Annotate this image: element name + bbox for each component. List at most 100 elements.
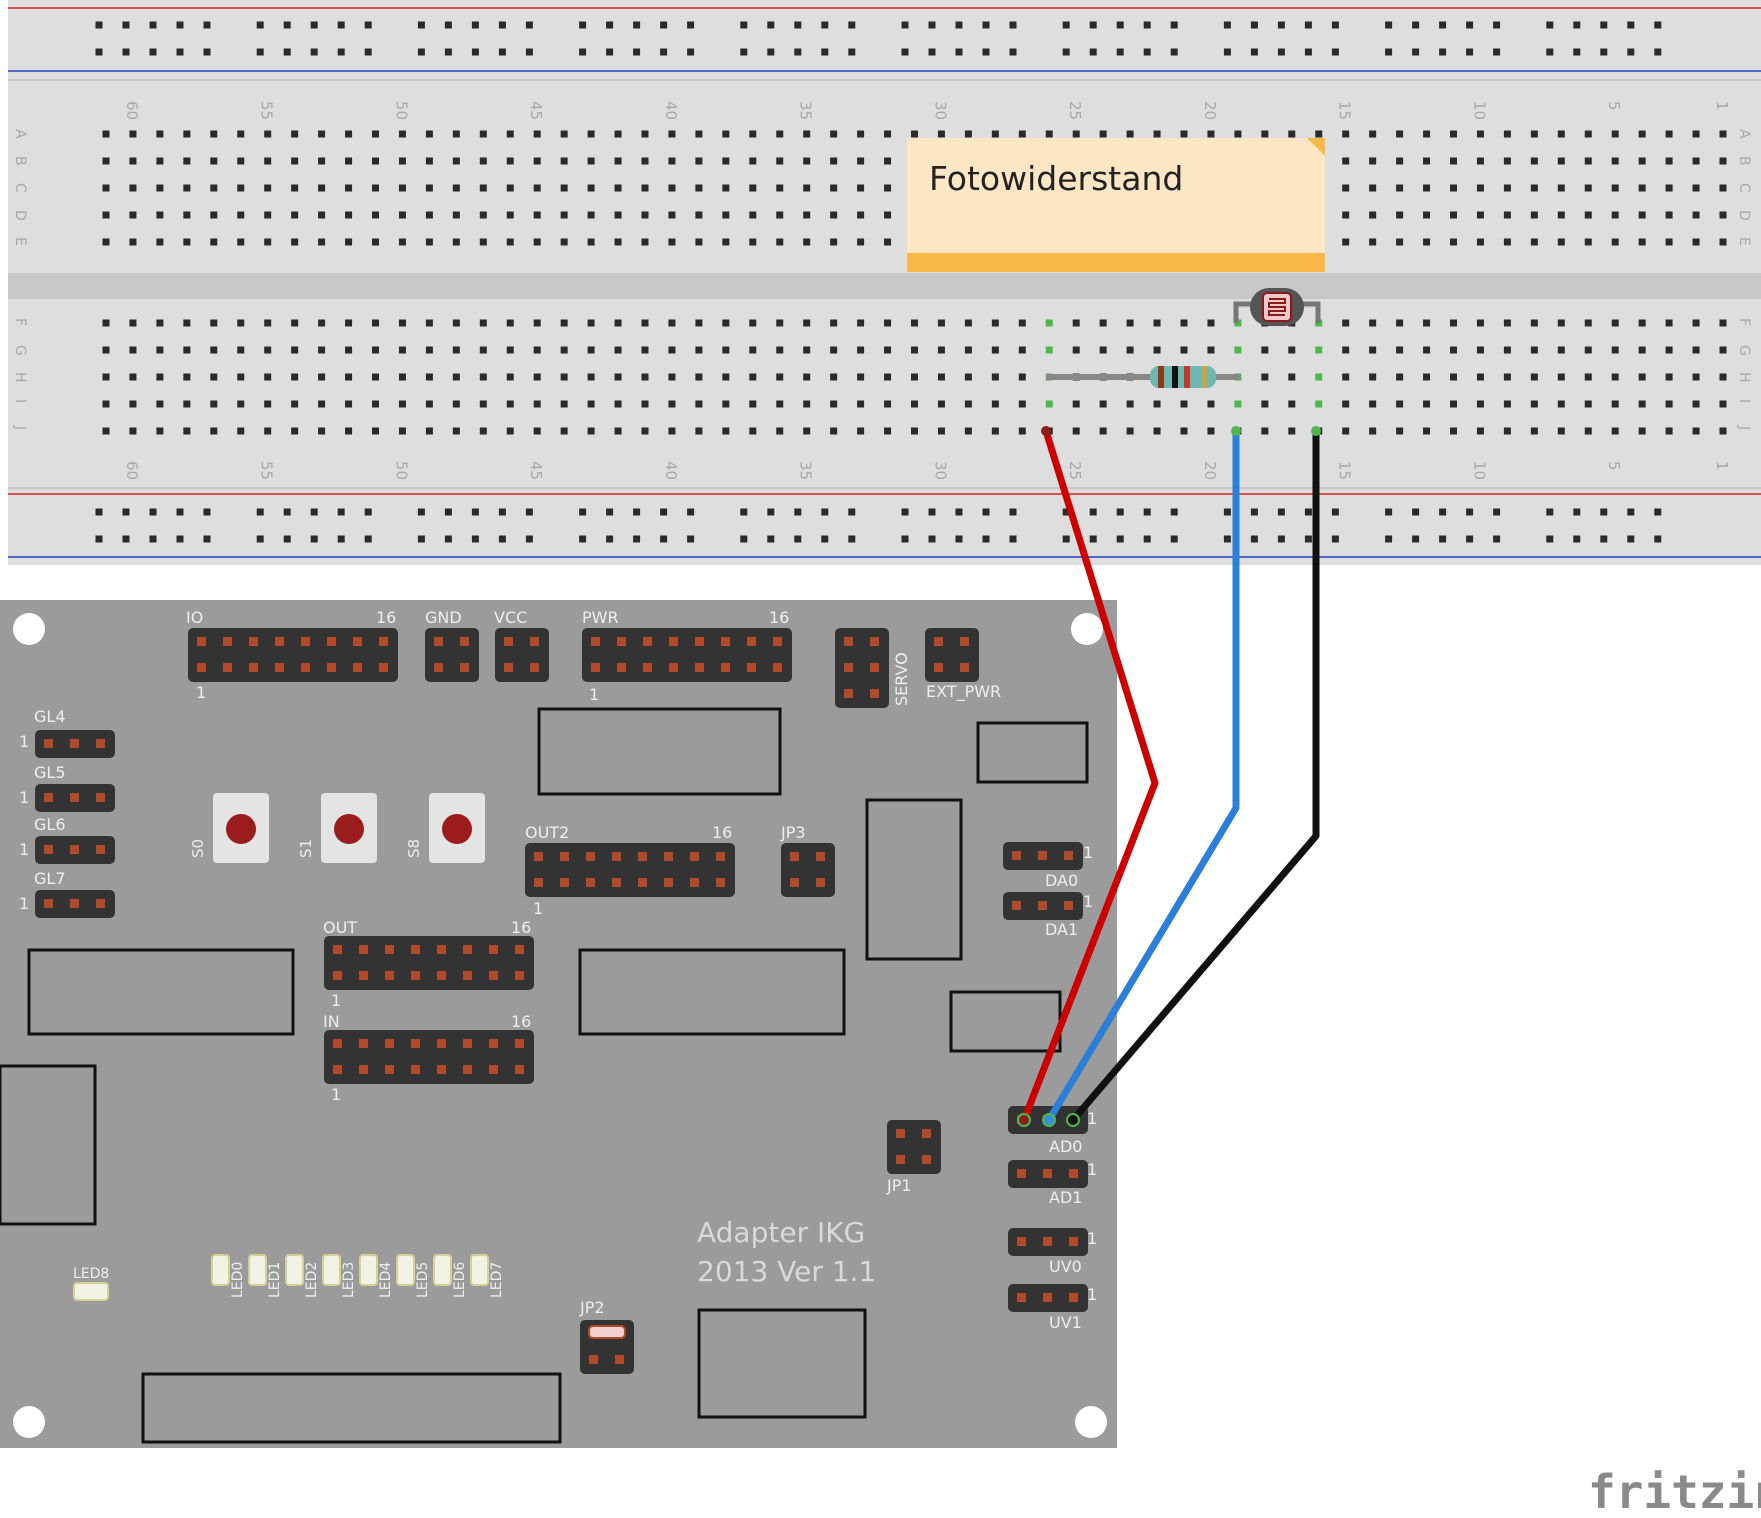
breadboard-hole [884,346,892,354]
breadboard-hole [1342,427,1350,435]
breadboard-hole [345,427,353,435]
header-pin [460,663,469,672]
breadboard-hole [156,238,164,246]
breadboard-hole [1450,157,1457,165]
breadboard-hole [857,211,865,219]
rail-hole [256,48,264,56]
breadboard-hole [641,319,649,327]
rail-hole [203,535,211,543]
breadboard-hole [129,400,137,408]
rail-hole [767,535,775,543]
breadboard-hole [1584,319,1592,327]
breadboard-hole [1584,157,1592,165]
breadboard-hole [937,346,945,354]
breadboard-hole [237,400,245,408]
push-button-s0[interactable]: S0 [189,793,269,863]
breadboard-hole [1288,400,1296,408]
breadboard-hole [210,346,218,354]
breadboard-hole [425,346,433,354]
header-pin [379,637,388,646]
resistor[interactable] [1046,366,1240,388]
breadboard-hole [560,427,568,435]
wire-blue[interactable] [1045,431,1240,1122]
board-label: UV0 [1049,1257,1082,1276]
note-band [907,253,1325,272]
note-fotowiderstand[interactable]: Fotowiderstand [907,138,1325,272]
breadboard-hole [1665,427,1673,435]
breadboard-hole [1665,346,1673,354]
rail-hole [1089,21,1097,29]
breadboard-hole [533,346,541,354]
rail-hole [794,508,802,516]
rail-hole [1385,48,1393,56]
breadboard-hole [210,373,218,381]
breadboard-hole [641,238,649,246]
breadboard-hole [533,184,541,192]
breadboard-hole [857,238,865,246]
breadboard-hole [1396,373,1404,381]
header-body [495,628,549,682]
breadboard-hole [1692,400,1700,408]
header-pin [773,637,782,646]
rail-hole [606,535,614,543]
breadboard-hole [803,427,811,435]
ic-footprint [697,1308,867,1419]
rail-hole [579,48,587,56]
header-body [582,628,792,682]
breadboard-hole [641,157,649,165]
photoresistor[interactable] [1233,288,1321,326]
rail-hole [687,535,695,543]
breadboard-hole [668,184,676,192]
rail-hole [310,535,318,543]
breadboard-hole [1665,130,1673,138]
rail-hole [767,48,775,56]
row-letter: D [1736,210,1752,221]
header-pin [1043,1237,1052,1246]
breadboard-hole [722,346,730,354]
breadboard-hole [857,184,865,192]
breadboard-hole [1665,184,1673,192]
breadboard-hole [1423,400,1431,408]
push-button-s8[interactable]: S8 [405,793,485,863]
header-pin [44,845,53,854]
header-pin [716,852,725,861]
breadboard-hole [479,373,487,381]
wire-red[interactable] [1020,429,1159,1122]
breadboard-hole [884,238,892,246]
rail-hole [95,508,103,516]
breadboard-hole [129,184,137,192]
wire-black[interactable] [1070,431,1320,1123]
breadboard-hole [991,427,999,435]
breadboard-hole [372,346,379,354]
column-number: 15 [1336,461,1354,480]
column-number: 1 [1713,101,1731,111]
breadboard-hole [318,346,326,354]
breadboard-hole [264,184,272,192]
board-label: 1 [19,894,29,913]
board-label: 1 [1083,843,1093,862]
led-label: LED7 [489,1262,505,1298]
breadboard-hole [1692,157,1700,165]
header-pin [385,945,394,954]
header-pin [617,663,626,672]
breadboard-hole [102,373,110,381]
breadboard-hole [614,346,622,354]
breadboard-hole [506,373,514,381]
breadboard-hole [695,400,703,408]
rail-hole [1573,21,1581,29]
breadboard-hole [102,346,110,354]
push-button-s1[interactable]: S1 [297,793,377,863]
rail-hole [740,21,748,29]
led-body [211,1254,230,1286]
breadboard-hole [1530,130,1538,138]
breadboard-hole [1611,184,1619,192]
header-out [324,936,534,990]
breadboard-hole [372,211,379,219]
rail-hole [579,535,587,543]
rail-hole [1600,21,1608,29]
header-pin [333,945,342,954]
header-pin [463,1065,472,1074]
row-letter: J [1736,425,1752,430]
breadboard-hole [1611,319,1619,327]
